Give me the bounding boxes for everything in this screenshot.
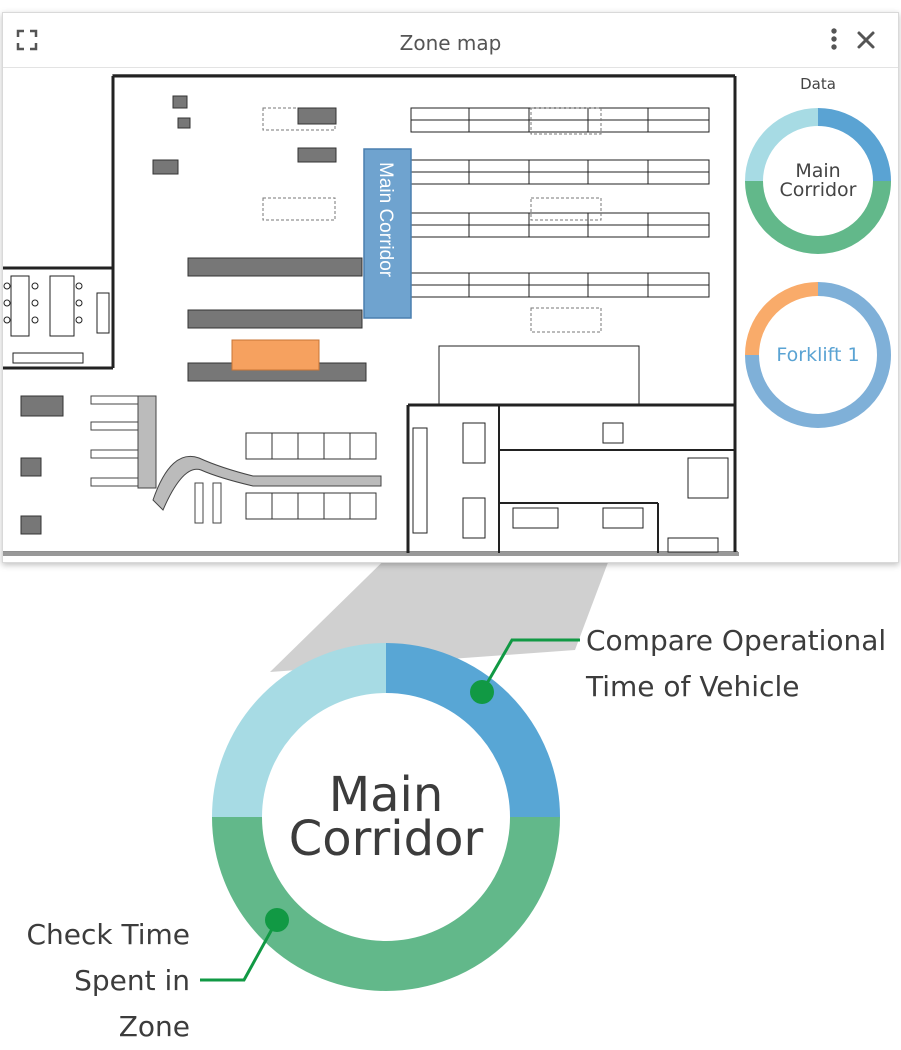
main-corridor-detail-donut: Main Corridor [211,642,561,992]
main-corridor-zone [363,148,412,319]
close-icon[interactable] [853,27,879,53]
highlighted-area [231,339,320,371]
donut-segment-1 [745,180,891,254]
donut-segment-2 [212,643,387,818]
main-corridor-donut[interactable]: Main Corridor [744,107,892,255]
window-title: Zone map [399,31,502,55]
detail-line2: Corridor [288,811,484,867]
expand-icon[interactable] [14,27,40,53]
donut-segment-0 [385,643,560,818]
donut-segment-0 [745,282,891,428]
callout-check-time: Check Time Spent in Zone [26,918,190,1043]
forklift-donut[interactable]: Forklift 1 [744,281,892,429]
zone-label: Main Corridor [375,162,396,278]
donut-forklift-label: Forklift 1 [776,344,860,366]
detail-line1: Main [328,767,444,823]
callout-compare-operational: Compare Operational Time of Vehicle [586,624,887,703]
floor-plan-map[interactable]: Main Corridor [3,68,741,562]
donut-main-line2: Corridor [779,179,857,201]
zone-map-window: Zone map [2,12,899,563]
donut-segment-1 [212,816,560,991]
callout-connectors [200,638,580,982]
kebab-menu-icon[interactable] [821,27,847,53]
window-titlebar: Zone map [3,13,898,68]
donut-segment-1 [745,282,819,356]
donut-segment-2 [745,108,819,182]
donut-main-line1: Main [795,160,841,182]
donut-segment-0 [817,108,891,182]
sidebar-data-label: Data [800,75,836,93]
